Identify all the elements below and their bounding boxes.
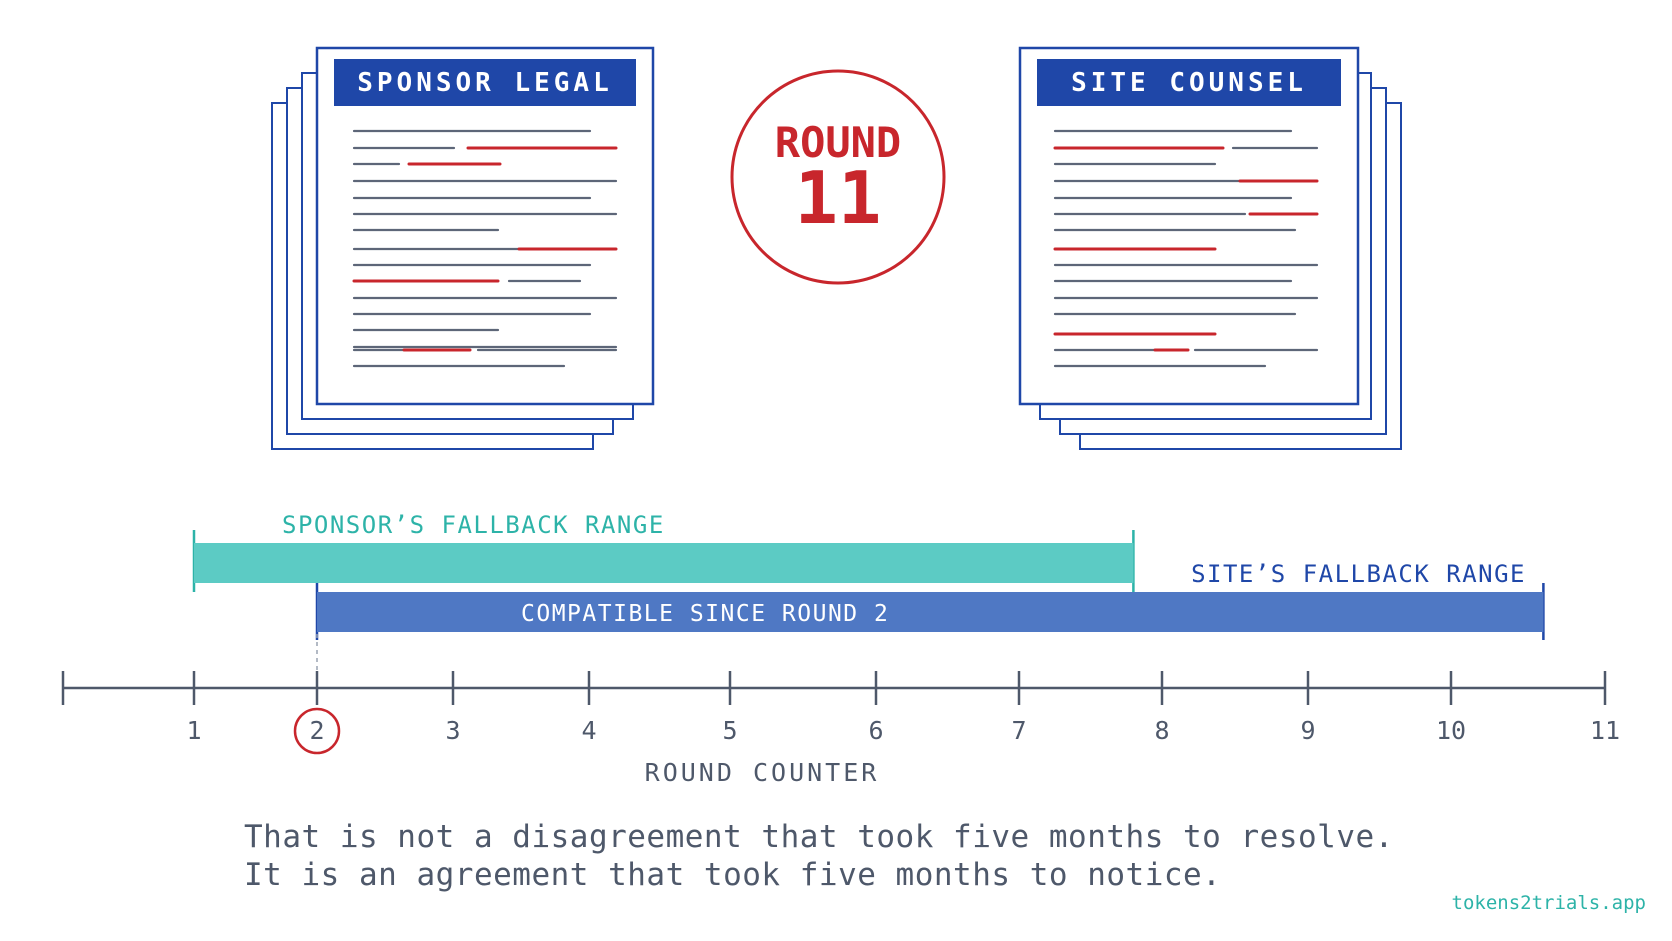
- quote-line-1: That is not a disagreement that took fiv…: [244, 819, 1394, 855]
- axis-tick-label: 8: [1154, 716, 1169, 745]
- axis-tick-label: 4: [581, 716, 596, 745]
- fallback-ranges: SPONSOR’S FALLBACK RANGE SITE’S FALLBACK…: [192, 511, 1545, 670]
- axis-ticks: 1 2 3 4 5 6 7 8 9 10 11: [186, 671, 1620, 745]
- front-page: [1018, 46, 1360, 406]
- round-badge: ROUND 11: [730, 69, 946, 285]
- round-badge-label: ROUND: [775, 118, 901, 167]
- round-badge-number: 11: [795, 156, 882, 240]
- axis-tick-label: 2: [309, 716, 324, 745]
- axis-tick-label: 11: [1590, 716, 1620, 745]
- site-counsel-title: SITE COUNSEL: [1071, 68, 1307, 98]
- site-range-label: SITE’S FALLBACK RANGE: [1191, 560, 1526, 588]
- sponsor-range-label: SPONSOR’S FALLBACK RANGE: [282, 511, 665, 539]
- axis-tick-label: 6: [868, 716, 883, 745]
- site-range-bar: [317, 592, 1544, 632]
- quote-line-2: It is an agreement that took five months…: [244, 857, 1222, 893]
- document-header-bar: [334, 59, 636, 106]
- sponsor-legal-title: SPONSOR LEGAL: [357, 68, 613, 98]
- sponsor-legal-document-stack: SPONSOR LEGAL: [271, 46, 655, 450]
- axis-tick-label: 3: [445, 716, 460, 745]
- sponsor-range-bar: [194, 543, 1134, 583]
- site-counsel-document-stack: SITE COUNSEL: [1018, 46, 1402, 450]
- round-counter-axis: 1 2 3 4 5 6 7 8 9 10 11 ROUND COUNTER: [61, 671, 1620, 787]
- highlighted-round-circle: [293, 707, 341, 755]
- document-header-bar: [1037, 59, 1341, 106]
- compatible-since-label: COMPATIBLE SINCE ROUND 2: [521, 601, 889, 627]
- brand-footer[interactable]: tokens2trials.app: [1451, 892, 1646, 914]
- axis-title: ROUND COUNTER: [645, 758, 880, 787]
- axis-tick-label: 1: [186, 716, 201, 745]
- front-page: [315, 46, 655, 406]
- axis-tick-label: 7: [1011, 716, 1026, 745]
- axis-tick-label: 5: [722, 716, 737, 745]
- axis-tick-label: 9: [1300, 716, 1315, 745]
- axis-tick-label: 10: [1436, 716, 1466, 745]
- redline-text-lines: [1053, 129, 1319, 368]
- round-badge-circle: [730, 69, 946, 285]
- closing-quote: That is not a disagreement that took fiv…: [244, 818, 1394, 894]
- redline-text-lines: [352, 129, 618, 368]
